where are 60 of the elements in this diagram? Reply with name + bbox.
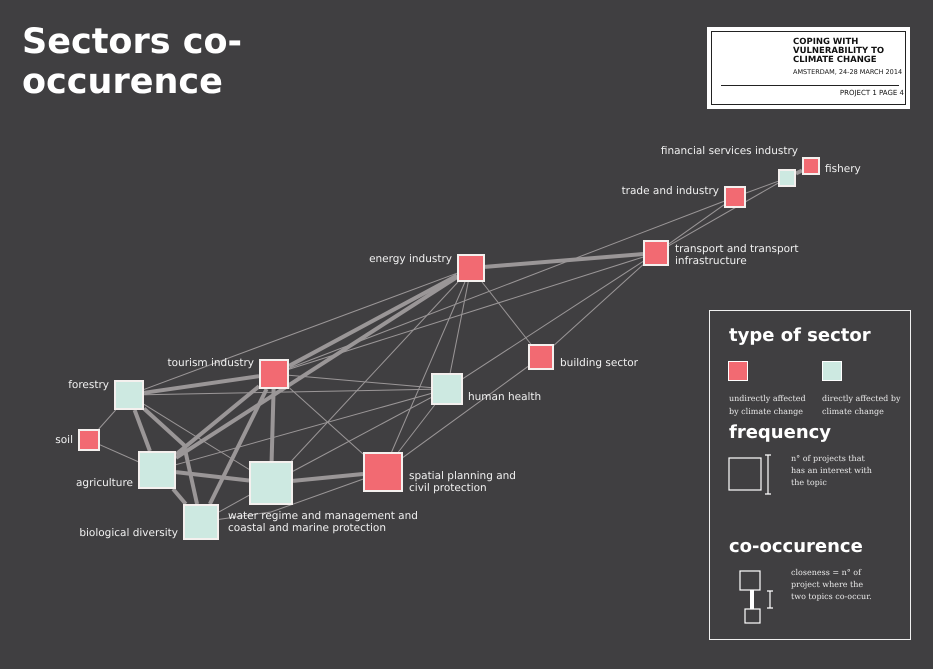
connection-line — [391, 282, 466, 452]
connection-line — [668, 182, 778, 246]
connection-line — [795, 168, 803, 176]
sector-label: water regime and management and coastal and marine protection — [228, 510, 418, 534]
legend-heading: frequency — [729, 422, 832, 443]
sector-label: agriculture — [75, 477, 133, 489]
connection-line — [98, 410, 116, 430]
sector-label: human health — [468, 391, 542, 403]
legend-text: n° of projects that has an interest with the topic — [791, 453, 873, 489]
connection-line — [484, 252, 644, 269]
connection-line — [288, 274, 458, 368]
sector-label: tourism industry — [166, 357, 254, 369]
connection-line — [218, 478, 364, 520]
header-heading: COPING WITH VULNERABILITY TO CLIMATE CHANGE — [793, 38, 886, 65]
connection-line — [290, 282, 458, 462]
legend-text: undirectly affected by climate change — [729, 393, 807, 418]
connection-line — [288, 374, 432, 388]
connection-line — [142, 407, 199, 504]
connection-line — [144, 374, 260, 395]
connection-line — [176, 392, 432, 466]
connection-line — [218, 494, 250, 512]
connection-line — [450, 282, 469, 374]
connection-line — [144, 272, 458, 390]
connection-line — [144, 404, 250, 470]
connection-line — [292, 397, 432, 472]
sector-label: forestry — [67, 379, 109, 391]
connection-line — [554, 264, 644, 346]
sector-label: transport and transport infrastructure — [675, 243, 800, 267]
legend-text: directly affected by climate change — [822, 393, 902, 418]
sector-label: financial services industry — [660, 145, 798, 157]
connection-line — [398, 404, 436, 452]
connection-line — [174, 384, 260, 456]
connection-line — [172, 488, 188, 506]
connection-line — [288, 256, 644, 370]
connection-line — [174, 275, 458, 460]
connection-line — [100, 444, 138, 462]
connection-line — [292, 472, 364, 483]
connection-line — [288, 200, 724, 369]
connection-line — [270, 388, 276, 462]
legend-text: closeness = n° of project where the two topics co-occur. — [791, 567, 873, 603]
connection-line — [288, 386, 364, 455]
connection-line — [402, 366, 528, 458]
sector-label: fishery — [825, 163, 862, 175]
sector-label: building sector — [560, 357, 639, 369]
connection-line — [176, 470, 250, 482]
connection-line — [462, 260, 644, 380]
connection-line — [746, 180, 778, 194]
connection-line — [208, 388, 268, 505]
sector-label: spatial planning and civil protection — [409, 470, 517, 494]
legend-heading: co-occurence — [729, 536, 863, 557]
legend-heading: type of sector — [729, 325, 871, 346]
connection-line — [132, 409, 152, 452]
sector-label: biological diversity — [78, 527, 178, 539]
connection-line — [668, 204, 724, 244]
sector-label: energy industry — [368, 253, 452, 265]
connection-line — [144, 388, 432, 396]
connection-line — [482, 282, 532, 344]
title: Sectors co-occurence — [22, 22, 244, 102]
sector-label: soil — [54, 434, 73, 446]
sector-label: trade and industry — [620, 185, 719, 197]
